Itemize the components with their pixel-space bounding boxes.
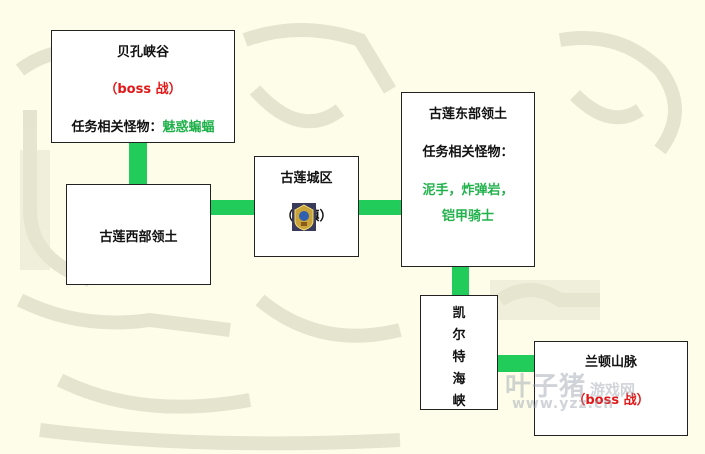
connector-city-east (358, 200, 402, 215)
node-title: 古莲城区 (280, 171, 333, 186)
node-title-char: 海 (452, 372, 466, 387)
site-watermark-url: www.yzz.cn (512, 396, 615, 412)
node-title: 古莲西部领土 (99, 230, 178, 245)
node-title-char: 尔 (452, 328, 466, 343)
town-crest-icon (292, 203, 316, 231)
quest-monster-line: 任务相关怪物：魅惑蝙蝠 (71, 120, 215, 135)
quest-label: 任务相关怪物： (422, 145, 514, 160)
map-node-beikong-canyon[interactable]: 贝孔峡谷 （boss 战） 任务相关怪物：魅惑蝙蝠 (51, 30, 235, 143)
node-title: 贝孔峡谷 (116, 45, 169, 60)
boss-label: （boss 战） (104, 82, 182, 97)
node-title-char: 凯 (452, 306, 466, 321)
connector-kaier-landun (497, 355, 535, 372)
node-title-char: 峡 (452, 394, 466, 409)
map-node-gulian-east[interactable]: 古莲东部领土 任务相关怪物： 泥手，炸弹岩， 铠甲骑士 (401, 92, 535, 267)
connector-west-city (210, 200, 255, 215)
node-title: 兰顿山脉 (584, 355, 637, 370)
quest-monsters-line2: 铠甲骑士 (441, 209, 494, 224)
quest-monsters-line1: 泥手，炸弹岩， (422, 183, 514, 198)
node-title: 古莲东部领土 (428, 107, 507, 122)
map-node-kaier-strait[interactable]: 凯 尔 特 海 峡 (420, 295, 498, 410)
connector-beikong-west (129, 142, 147, 185)
map-node-gulian-city[interactable]: 古莲城区 （城镇） (254, 156, 359, 257)
node-title-char: 特 (452, 350, 466, 365)
connector-east-kaier (452, 266, 469, 296)
boss-label: （boss 战） (572, 393, 650, 408)
map-node-gulian-west[interactable]: 古莲西部领土 (66, 184, 211, 285)
map-node-landun-mountains[interactable]: 兰顿山脉 （boss 战） (534, 341, 688, 436)
